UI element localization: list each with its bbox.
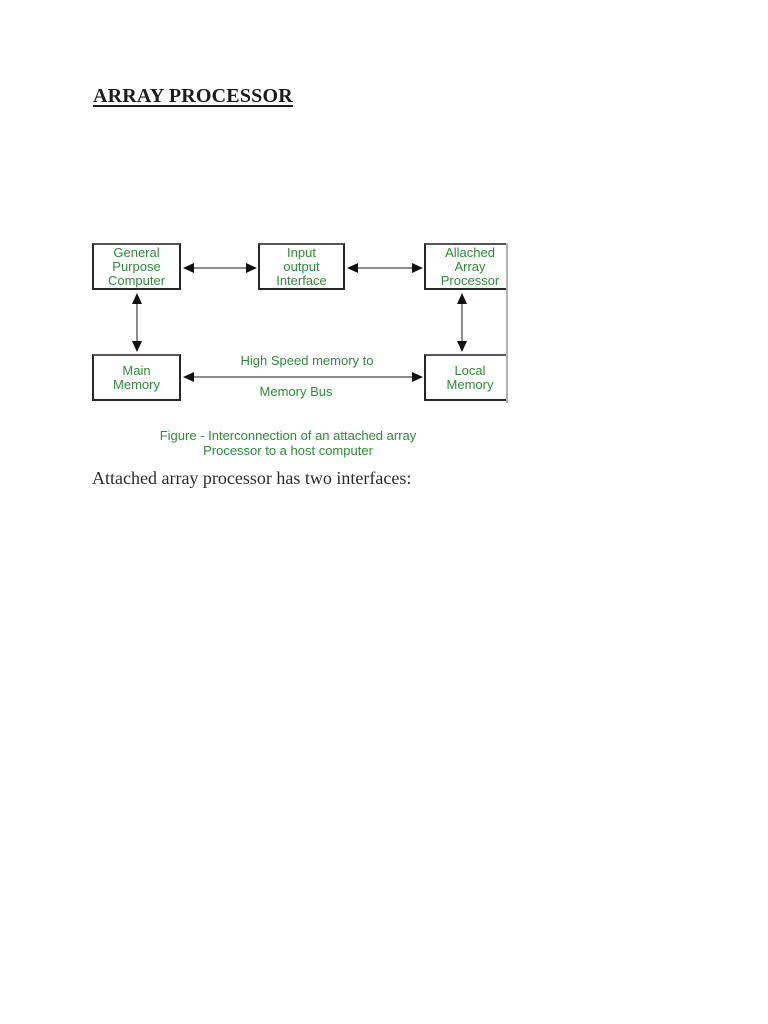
bus-label-top: High Speed memory to (240, 353, 374, 368)
box-label-line: Computer (107, 272, 166, 288)
box-label-line: Main (122, 362, 151, 378)
box-label-line: Allached (445, 244, 495, 260)
page-title: ARRAY PROCESSOR (93, 85, 293, 107)
image-clip-edge (506, 243, 508, 403)
box-label-line: General (113, 244, 160, 260)
box-label-line: output (283, 258, 320, 274)
figure-caption-line2: Processor to a host computer (203, 443, 373, 458)
array-processor-diagram: General Purpose Computer Input output In… (92, 243, 508, 403)
box-input-output-interface: Input output Interface (258, 243, 345, 290)
box-label-line: Processor (440, 272, 500, 288)
bus-label-bottom: Memory Bus (259, 384, 333, 399)
box-label-line: Purpose (112, 258, 161, 274)
box-label-line: Input (287, 244, 316, 260)
box-local-memory: Local Memory (424, 354, 508, 401)
box-label-line: Interface (276, 272, 327, 288)
box-attached-array-processor: Allached Array Processor (424, 243, 508, 290)
box-label-line: Memory (113, 376, 160, 392)
body-text: Attached array processor has two interfa… (92, 468, 412, 488)
box-general-purpose-computer: General Purpose Computer (92, 243, 181, 290)
box-label-line: Memory (446, 376, 494, 392)
box-label-line: Local (454, 362, 486, 378)
figure-caption-line1: Figure - Interconnection of an attached … (159, 428, 417, 443)
box-label-line: Array (454, 258, 486, 274)
figure-caption: Figure - Interconnection of an attached … (80, 428, 496, 458)
diagram-arrows (132, 263, 467, 382)
box-main-memory: Main Memory (92, 354, 181, 401)
